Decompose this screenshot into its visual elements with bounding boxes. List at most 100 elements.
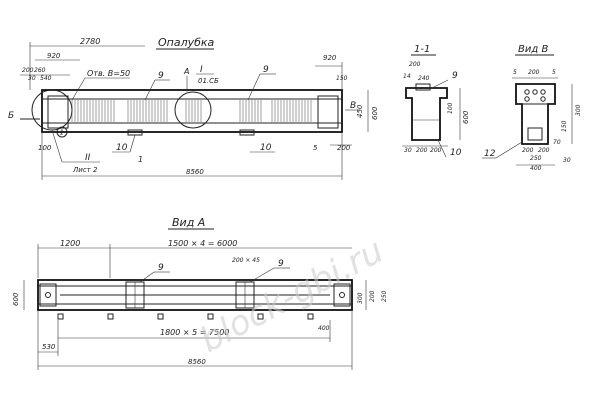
dim-540: 540 <box>40 75 52 82</box>
vv-dim-5: 5 <box>513 69 517 76</box>
beam-outline <box>41 89 343 133</box>
va-plan-outline <box>37 279 353 311</box>
pos-9-right: 9 <box>263 65 269 75</box>
node-1-label: I <box>200 65 203 75</box>
sec-dim-600: 600 <box>462 110 470 124</box>
va-dim-300: 300 <box>357 292 364 304</box>
foot-2 <box>239 129 255 136</box>
vv-dim-200c: 200 <box>538 147 550 154</box>
sec-dim-200: 200 <box>409 61 421 68</box>
view-v-hole-3 <box>540 89 546 95</box>
dim-30: 30 <box>28 75 36 82</box>
embed-group-4 <box>239 100 312 122</box>
section-1-1: 1-1 14 240 9 600 100 30 200 200 10 200 <box>402 44 470 158</box>
dim-2780: 2780 <box>80 37 100 46</box>
sec-dim-240: 240 <box>418 75 430 82</box>
section-b-label: Б <box>8 111 14 121</box>
pos-9-right-leader <box>247 73 261 101</box>
va-dim-200x45: 200 × 45 <box>232 257 260 264</box>
view-v: Вид В 5 200 5 300 150 200 200 250 400 30… <box>482 44 582 172</box>
vv-dim-5b: 5 <box>552 69 556 76</box>
section-1-1-shape <box>405 87 448 141</box>
dim-260: 260 <box>34 67 46 74</box>
letter-v: В <box>350 101 356 111</box>
sheet-ref: Лист 2 <box>72 166 98 174</box>
va-dim-400: 400 <box>318 325 330 332</box>
letter-a-top: А <box>183 67 189 76</box>
va-hole-left <box>45 292 51 298</box>
pos-9-left: 9 <box>158 71 164 81</box>
sec-dim-200b: 200 <box>416 147 428 154</box>
marker-circle-1 <box>56 126 68 138</box>
va-pos-9-right: 9 <box>278 259 284 269</box>
view-v-hole-5 <box>540 96 546 102</box>
vv-dim-150: 150 <box>561 120 568 132</box>
view-v-hole-2 <box>532 89 538 95</box>
view-v-shape <box>515 83 556 145</box>
dim-200: 200 <box>22 67 34 74</box>
va-dim-250: 250 <box>381 290 388 302</box>
pos-10-right: 10 <box>260 143 272 153</box>
embed-group-2 <box>127 100 168 122</box>
view-v-title: Вид В <box>518 44 548 55</box>
vv-dim-30: 30 <box>563 157 571 164</box>
hole-label: Отв. В=50 <box>87 69 130 78</box>
va-pos-9-right-leader <box>249 267 275 283</box>
va-dim-1200: 1200 <box>60 239 80 248</box>
formwork-elevation: Опалубка <box>8 36 379 180</box>
vv-dim-200: 200 <box>528 69 540 76</box>
va-sq-2 <box>107 313 114 320</box>
sec-dim-200c: 200 <box>430 147 442 154</box>
embed-group-3 <box>185 100 202 122</box>
node-1-sheet: 01.СБ <box>198 77 219 85</box>
dim-920: 920 <box>47 52 61 60</box>
sec-pos-9: 9 <box>452 71 458 81</box>
va-end-plate-right <box>333 283 351 307</box>
sec-pos-10-leader <box>437 139 447 158</box>
right-end-block <box>317 95 339 129</box>
section-1-1-title: 1-1 <box>414 44 430 55</box>
left-end-block <box>47 95 69 129</box>
vv-dim-300: 300 <box>575 104 582 116</box>
node-2-leader <box>51 129 63 163</box>
va-dim-530: 530 <box>42 343 56 351</box>
va-dim-600-left: 600 <box>12 292 20 306</box>
vv-dim-200b: 200 <box>522 147 534 154</box>
dim-920-right: 920 <box>323 54 337 62</box>
va-dim-1800x5: 1800 × 5 = 7500 <box>160 328 229 337</box>
vv-pos-12-leader <box>495 141 523 159</box>
vv-dim-400: 400 <box>530 165 542 172</box>
va-dim-200: 200 <box>369 290 376 302</box>
pos-10-left-leader <box>129 134 136 153</box>
va-sq-5 <box>257 313 264 320</box>
sec-pos-9-leader <box>431 79 449 89</box>
dim-200-right: 200 <box>337 144 351 152</box>
va-dim-8560: 8560 <box>188 358 206 366</box>
pos-1-bottom: 1 <box>138 155 143 164</box>
vv-pos-12: 12 <box>484 149 496 159</box>
va-sq-1 <box>57 313 64 320</box>
formwork-title: Опалубка <box>158 36 215 49</box>
va-end-plate-left <box>39 283 57 307</box>
sec-dim-30: 30 <box>404 147 412 154</box>
section-1-1-top-plate <box>415 83 431 91</box>
view-v-hole-1 <box>524 89 530 95</box>
view-v-hole-4 <box>524 96 530 102</box>
view-a-plan: Вид А 1200 1500 × 4 = 6000 9 <box>12 216 388 370</box>
hole-leader <box>71 77 86 101</box>
vv-dim-250: 250 <box>530 155 542 162</box>
view-v-bottom-plate <box>527 127 543 141</box>
dim-8560-top: 8560 <box>186 168 204 176</box>
va-sq-3 <box>157 313 164 320</box>
dim-450-vert: 450 <box>356 104 364 118</box>
dim-100-left: 100 <box>38 144 52 152</box>
detail-circle-center <box>174 91 212 129</box>
sec-dim-14: 14 <box>403 73 411 80</box>
dim-150: 150 <box>336 75 348 82</box>
dim-600-vert: 600 <box>371 106 379 120</box>
sec-dim-100: 100 <box>447 102 454 114</box>
vv-dim-70: 70 <box>553 139 561 146</box>
pos-9-left-leader <box>144 79 156 101</box>
view-a-title: Вид А <box>172 216 205 229</box>
